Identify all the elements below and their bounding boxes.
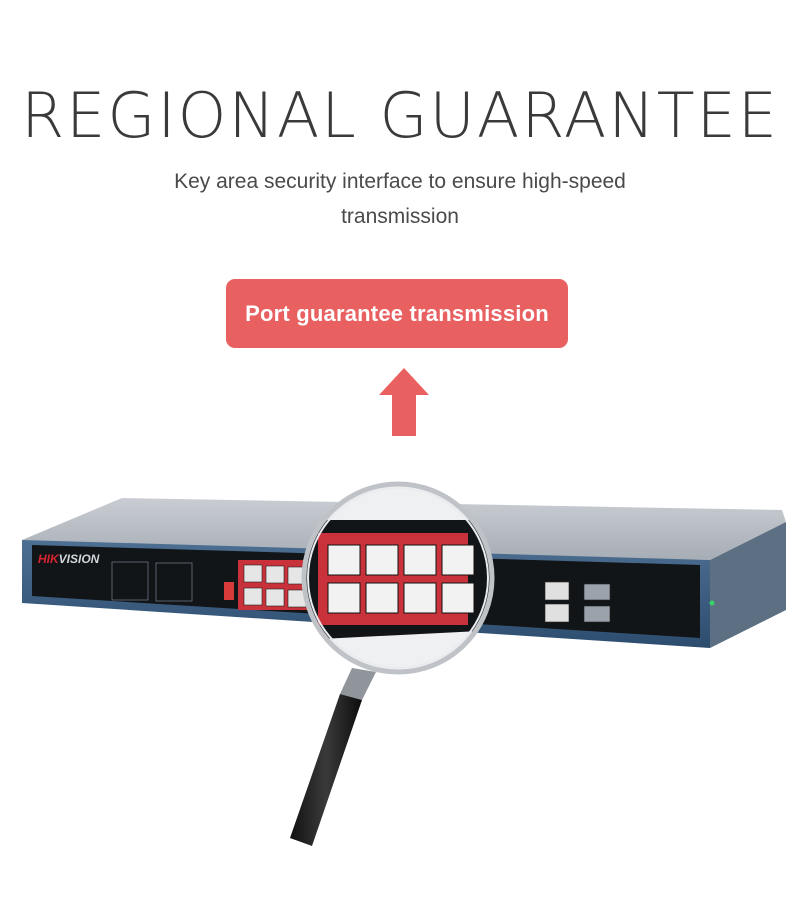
uplink-ports xyxy=(544,581,611,623)
port-guarantee-callout: Port guarantee transmission xyxy=(226,279,568,348)
subtitle: Key area security interface to ensure hi… xyxy=(174,170,626,228)
led-panel-left xyxy=(111,561,193,602)
brand-vision: VISION xyxy=(59,552,100,566)
switch-side-panel xyxy=(710,522,786,648)
brand-logo: HIKVISION xyxy=(38,552,100,566)
magnifier-lens xyxy=(301,481,495,675)
callout-label: Port guarantee transmission xyxy=(245,300,549,326)
up-arrow-icon xyxy=(379,368,429,436)
brand-hik: HIK xyxy=(38,552,60,566)
network-switch-illustration: HIKVISION xyxy=(22,481,786,846)
status-led xyxy=(709,600,715,606)
dip-switch xyxy=(224,582,234,600)
magnifier-handle xyxy=(290,668,376,846)
headline: REGIONAL GUARANTEE xyxy=(21,79,779,152)
